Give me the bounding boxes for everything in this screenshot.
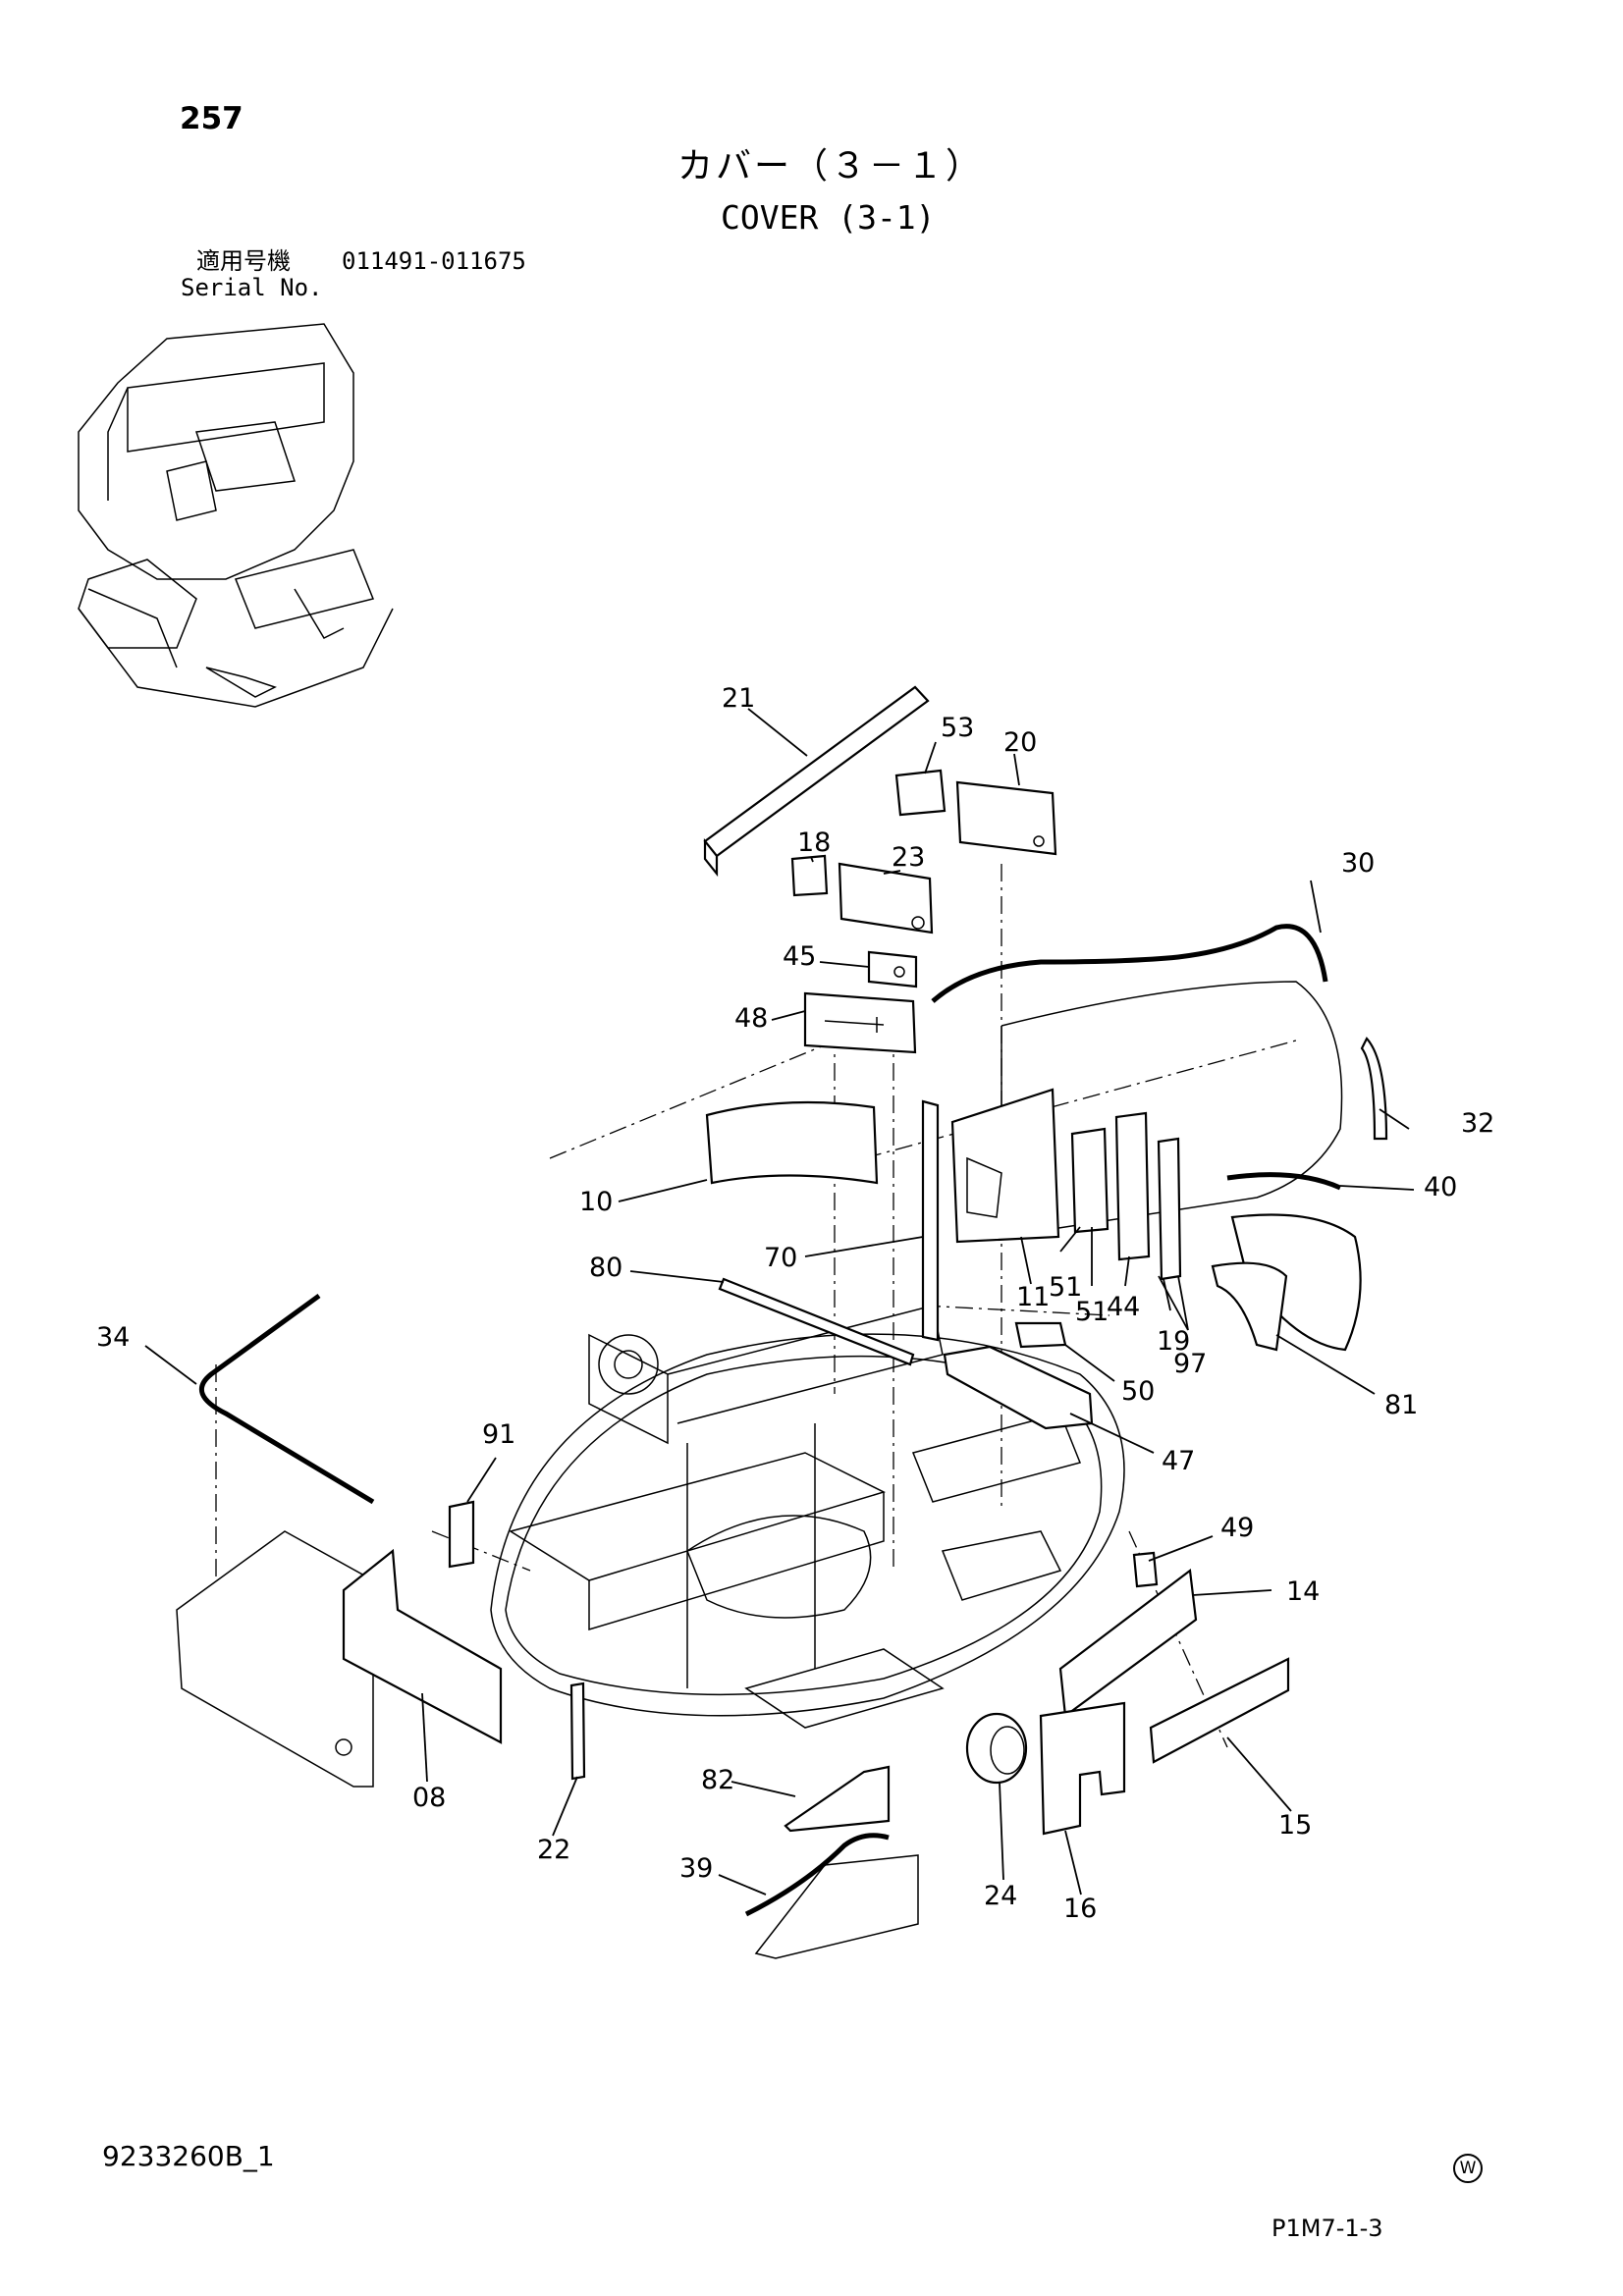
callout-14: 14	[1286, 1576, 1320, 1607]
callout-91: 91	[482, 1419, 515, 1450]
page-number: 257	[180, 101, 243, 136]
callout-15: 15	[1278, 1810, 1312, 1841]
part-70-post	[921, 1099, 940, 1342]
callout-51a: 51	[1049, 1272, 1082, 1303]
callout-08: 08	[412, 1783, 446, 1813]
callout-22: 22	[537, 1835, 570, 1865]
part-53-pad	[894, 769, 947, 817]
callout-20: 20	[1003, 727, 1037, 758]
part-82-cover	[784, 1765, 891, 1833]
part-rear-weight	[176, 1530, 374, 1788]
serial-label-english: Serial No.	[181, 274, 323, 301]
watermark-symbol: W	[1453, 2154, 1483, 2183]
part-20-plate	[955, 780, 1057, 856]
callout-51b: 51	[1075, 1297, 1109, 1327]
part-23-plate	[838, 862, 934, 934]
document-code: 9233260B_1	[102, 2140, 275, 2172]
part-48-plate	[803, 991, 917, 1054]
part-24-bushing	[965, 1712, 1028, 1785]
callout-97: 97	[1173, 1349, 1207, 1379]
part-16-block	[1039, 1701, 1126, 1836]
page-code: P1M7-1-3	[1271, 2215, 1383, 2242]
callout-34: 34	[96, 1322, 130, 1353]
callout-70: 70	[764, 1243, 797, 1273]
callout-21: 21	[722, 683, 755, 714]
callout-82: 82	[701, 1765, 734, 1795]
callout-24: 24	[984, 1881, 1017, 1911]
callout-11: 11	[1016, 1282, 1050, 1312]
part-40-seal	[1226, 1172, 1342, 1191]
callout-49: 49	[1220, 1513, 1254, 1543]
callout-45: 45	[783, 941, 816, 972]
part-47-plate	[943, 1345, 1094, 1430]
callout-48: 48	[734, 1003, 768, 1034]
part-30-seal	[931, 924, 1328, 1003]
part-51-pad	[1070, 1127, 1109, 1234]
part-18-pad	[790, 854, 829, 897]
callout-10: 10	[579, 1187, 613, 1217]
callout-40: 40	[1424, 1172, 1457, 1202]
part-50-block	[1014, 1321, 1067, 1349]
part-21-bar	[703, 685, 930, 878]
callout-81: 81	[1384, 1390, 1418, 1420]
part-10-panel	[705, 1100, 879, 1185]
page-title-english: COVER (3-1)	[721, 198, 936, 237]
callout-18: 18	[797, 828, 831, 858]
part-34-seal	[199, 1293, 375, 1505]
part-22-strip	[569, 1682, 586, 1781]
machine-overview-inset	[78, 323, 394, 708]
callout-44: 44	[1107, 1292, 1140, 1322]
part-44-pad	[1114, 1111, 1151, 1261]
callout-16: 16	[1063, 1894, 1097, 1924]
part-15-plate	[1149, 1657, 1290, 1764]
callout-53: 53	[941, 713, 974, 743]
part-14-plate	[1058, 1568, 1198, 1719]
callout-47: 47	[1162, 1446, 1195, 1476]
callout-32: 32	[1461, 1108, 1494, 1139]
leader-lines	[144, 708, 1415, 1896]
part-39-seal	[744, 1833, 890, 1917]
callout-50: 50	[1121, 1376, 1155, 1407]
part-80-bar	[718, 1277, 915, 1366]
part-11-cover	[950, 1088, 1060, 1244]
callout-30: 30	[1341, 848, 1375, 879]
part-19-pad	[1157, 1137, 1182, 1281]
part-45-pad	[867, 950, 918, 988]
part-lower-cover	[754, 1854, 919, 1959]
callout-labels: 21 53 20 18 23 30 45 48 32 10 40 70 80 1…	[96, 683, 1494, 1924]
serial-range: 011491-011675	[342, 247, 526, 275]
part-32-strip	[1360, 1037, 1388, 1141]
part-08-panel	[342, 1548, 503, 1744]
part-81-cover	[1211, 1213, 1362, 1352]
callout-80: 80	[589, 1253, 622, 1283]
serial-label-japanese: 適用号機	[196, 247, 291, 275]
page-title-japanese: カバー（３－１）	[677, 146, 985, 187]
callout-19: 19	[1157, 1326, 1190, 1357]
part-91-bracket	[448, 1500, 475, 1569]
callout-23: 23	[892, 842, 925, 873]
part-49-clip	[1132, 1551, 1159, 1588]
callout-39: 39	[679, 1853, 713, 1884]
